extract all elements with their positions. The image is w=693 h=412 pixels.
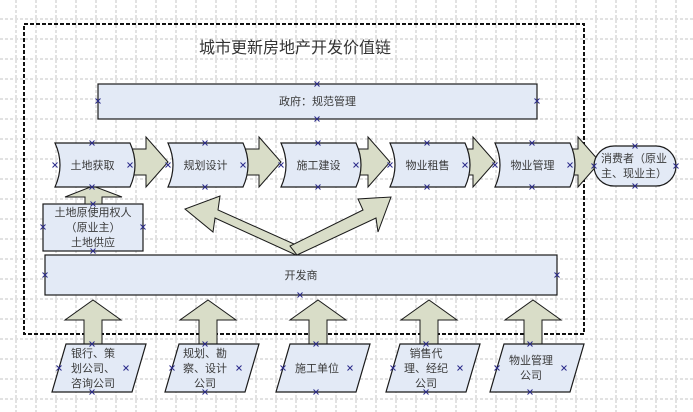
connection-handle-icon[interactable] [492, 162, 498, 168]
provider-arrow [399, 299, 459, 347]
provider-box-construction-unit[interactable] [275, 343, 371, 393]
connection-handle-icon[interactable] [89, 184, 95, 190]
connection-handle-icon[interactable] [297, 292, 303, 298]
provider-arrow [63, 299, 123, 347]
connection-handle-icon[interactable] [462, 162, 468, 168]
connection-handle-icon[interactable] [313, 341, 319, 347]
process-box-land-acquisition[interactable] [54, 142, 136, 188]
developer-box[interactable] [44, 254, 558, 296]
diagram-title: 城市更新房地产开发价值链 [198, 37, 391, 57]
chain-label-property-management: 物业管理 [510, 158, 555, 172]
connection-handle-icon[interactable] [240, 162, 246, 168]
provider-box-sales-agency[interactable] [385, 343, 481, 393]
connection-handle-icon[interactable] [423, 341, 429, 347]
connection-handle-icon[interactable] [202, 389, 208, 395]
provider-label-survey-design: 规划、勘 察、设计 公司 [183, 346, 227, 390]
connection-handle-icon[interactable] [202, 184, 208, 190]
connection-handle-icon[interactable] [591, 163, 597, 169]
provider-box-property-mgmt-company[interactable] [489, 343, 585, 393]
connection-handle-icon[interactable] [89, 341, 95, 347]
connection-handle-icon[interactable] [567, 162, 573, 168]
connection-handle-icon[interactable] [632, 143, 638, 149]
chain-label-property-leasing-sales: 物业租售 [405, 158, 450, 172]
connection-handle-icon[interactable] [89, 140, 95, 146]
connection-handle-icon[interactable] [123, 365, 129, 371]
provider-arrow [288, 299, 348, 347]
connection-handle-icon[interactable] [390, 365, 396, 371]
connection-handle-icon[interactable] [424, 140, 430, 146]
flow-arrow [242, 135, 282, 189]
connection-handle-icon[interactable] [529, 140, 535, 146]
consumer-label: 消费者（原业 主、现业主） [601, 152, 667, 180]
chain-label-construction: 施工建设 [296, 158, 341, 172]
connection-handle-icon[interactable] [202, 341, 208, 347]
connection-handle-icon[interactable] [90, 248, 96, 254]
connection-handle-icon[interactable] [169, 365, 175, 371]
connection-handle-icon[interactable] [423, 389, 429, 395]
connection-handle-icon[interactable] [140, 224, 146, 230]
provider-label-finance-consulting: 银行、策 划公司、 咨询公司 [71, 346, 115, 390]
connection-handle-icon[interactable] [673, 163, 679, 169]
chain-label-land-acquisition: 土地获取 [70, 158, 115, 172]
land-supplier-label: 土地原使用权人 （原业主） 土地供应 [54, 206, 132, 249]
connection-handle-icon[interactable] [56, 365, 62, 371]
connection-handle-icon[interactable] [347, 365, 353, 371]
process-box-construction[interactable] [280, 142, 362, 188]
connection-handle-icon[interactable] [42, 272, 48, 278]
chain-label-planning-design: 规划设计 [183, 158, 228, 172]
connection-handle-icon[interactable] [529, 184, 535, 190]
process-box-property-leasing-sales[interactable] [389, 142, 471, 188]
connection-handle-icon[interactable] [40, 224, 46, 230]
connection-handle-icon[interactable] [280, 365, 286, 371]
connection-handle-icon[interactable] [202, 140, 208, 146]
connection-handle-icon[interactable] [313, 389, 319, 395]
connection-handle-icon[interactable] [95, 98, 101, 104]
connection-handle-icon[interactable] [315, 140, 321, 146]
developer-to-sales-arrow [289, 196, 392, 256]
connection-handle-icon[interactable] [52, 162, 58, 168]
connection-handle-icon[interactable] [554, 272, 560, 278]
connection-handle-icon[interactable] [527, 389, 533, 395]
provider-arrow [178, 299, 238, 347]
connection-handle-icon[interactable] [561, 365, 567, 371]
connection-handle-icon[interactable] [90, 201, 96, 207]
connection-handle-icon[interactable] [353, 162, 359, 168]
provider-label-property-mgmt-company: 物业管理 公司 [509, 354, 553, 382]
provider-label-sales-agency: 销售代 理、经纪 公司 [404, 346, 448, 390]
connection-handle-icon[interactable] [534, 98, 540, 104]
connection-handle-icon[interactable] [127, 162, 133, 168]
provider-box-survey-design[interactable] [164, 343, 260, 393]
developer-to-design-arrow [184, 195, 304, 256]
process-box-property-management[interactable] [494, 142, 576, 188]
connection-handle-icon[interactable] [165, 162, 171, 168]
connection-handle-icon[interactable] [314, 81, 320, 87]
connection-handle-icon[interactable] [387, 162, 393, 168]
flow-arrow [129, 135, 169, 189]
connection-handle-icon[interactable] [632, 183, 638, 189]
government-label: 政府：规范管理 [279, 95, 356, 108]
connection-handle-icon[interactable] [457, 365, 463, 371]
connection-handle-icon[interactable] [236, 365, 242, 371]
provider-arrow [503, 299, 563, 347]
land-supply-arrow [64, 185, 123, 205]
process-box-planning-design[interactable] [167, 142, 249, 188]
provider-label-construction-unit: 施工单位 [295, 361, 339, 375]
connection-handle-icon[interactable] [527, 341, 533, 347]
connection-handle-icon[interactable] [278, 162, 284, 168]
developer-label: 开发商 [284, 268, 318, 282]
connection-handle-icon[interactable] [424, 184, 430, 190]
connection-handle-icon[interactable] [315, 184, 321, 190]
provider-box-finance-consulting[interactable] [51, 343, 147, 393]
connection-handle-icon[interactable] [314, 116, 320, 122]
connection-handle-icon[interactable] [494, 365, 500, 371]
connection-handle-icon[interactable] [89, 389, 95, 395]
